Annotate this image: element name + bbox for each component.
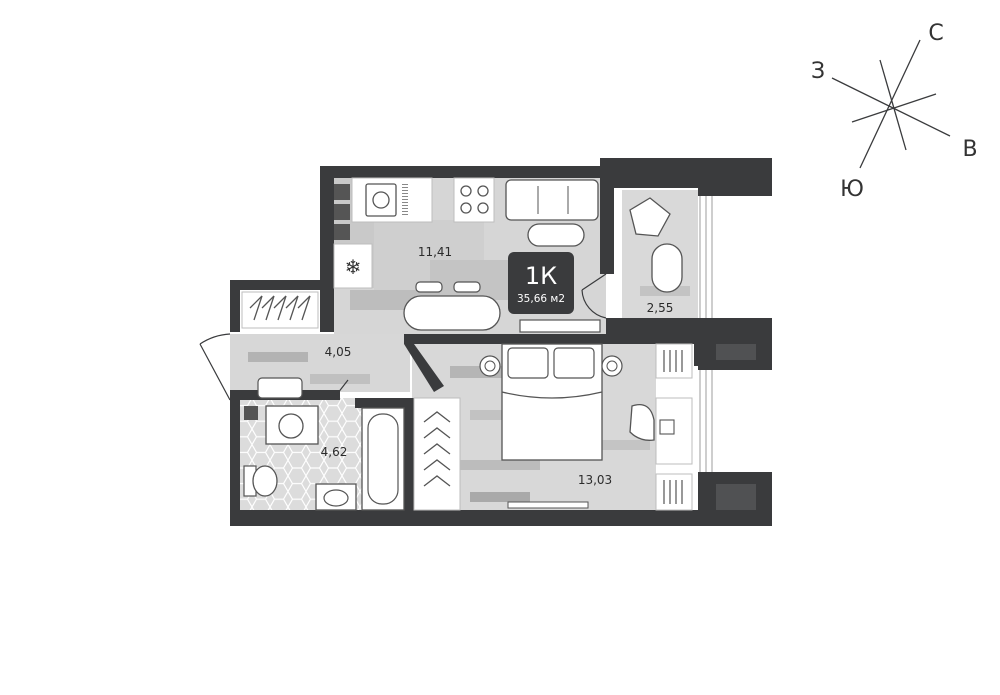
balcony-furniture	[629, 197, 683, 293]
compass-east: В	[962, 137, 977, 162]
compass: С В Ю З	[811, 21, 978, 202]
area-bedroom: 13,03	[578, 473, 612, 487]
bedroom-tv	[507, 501, 589, 509]
snowflake-icon: ❄	[345, 255, 362, 279]
area-bathroom: 4,62	[321, 445, 348, 459]
unit-badge: 1К 35,66 м2	[508, 252, 574, 314]
unit-badge-bg	[508, 252, 574, 314]
column-lower	[716, 484, 756, 510]
bathroom-furniture	[243, 405, 405, 511]
windows	[699, 196, 713, 472]
nightstand-right	[601, 355, 623, 377]
area-kitchen-living: 11,41	[418, 245, 452, 259]
sofa	[505, 179, 599, 221]
compass-west: З	[811, 59, 825, 84]
wardrobe-hall	[241, 291, 319, 329]
hallway-furniture	[241, 291, 319, 399]
wall-hall-top	[230, 280, 334, 290]
fridge	[333, 243, 373, 289]
dining-table	[403, 295, 501, 331]
bedroom-door-leaf	[404, 344, 444, 392]
sink-counter	[351, 177, 433, 223]
nightstand-left	[479, 355, 501, 377]
desk-chair	[629, 403, 655, 441]
kitchen-furniture: ❄	[333, 177, 601, 333]
shelf-top	[655, 343, 693, 379]
toilet	[252, 465, 278, 497]
wall-bedroom-top	[404, 334, 696, 344]
wall-kitchen-left	[320, 166, 334, 290]
balcony-table	[651, 243, 683, 293]
compass-rose-icon	[831, 39, 951, 169]
coffee-table	[527, 223, 585, 247]
compass-south: Ю	[840, 177, 864, 202]
stove	[453, 177, 495, 223]
area-balcony: 2,55	[647, 301, 674, 315]
area-hallway: 4,05	[325, 345, 352, 359]
tv-stand	[519, 319, 601, 333]
unit-type: 1К	[525, 262, 557, 290]
shelf-bottom	[655, 473, 693, 511]
unit-total-area: 35,66 м2	[517, 293, 565, 305]
bedroom-furniture	[413, 343, 693, 511]
shoe-rack	[257, 377, 303, 399]
wardrobe-bedroom	[413, 397, 461, 511]
column-upper	[716, 344, 756, 360]
room-labels: 11,41 4,05 4,62 13,03 2,55	[321, 245, 674, 487]
wall-kitchen-top	[320, 166, 610, 178]
sink	[365, 183, 397, 217]
bathtub	[361, 407, 405, 511]
compass-north: С	[928, 21, 943, 46]
wall-bottom	[230, 510, 772, 526]
doors	[199, 273, 607, 401]
armchair	[629, 197, 671, 237]
